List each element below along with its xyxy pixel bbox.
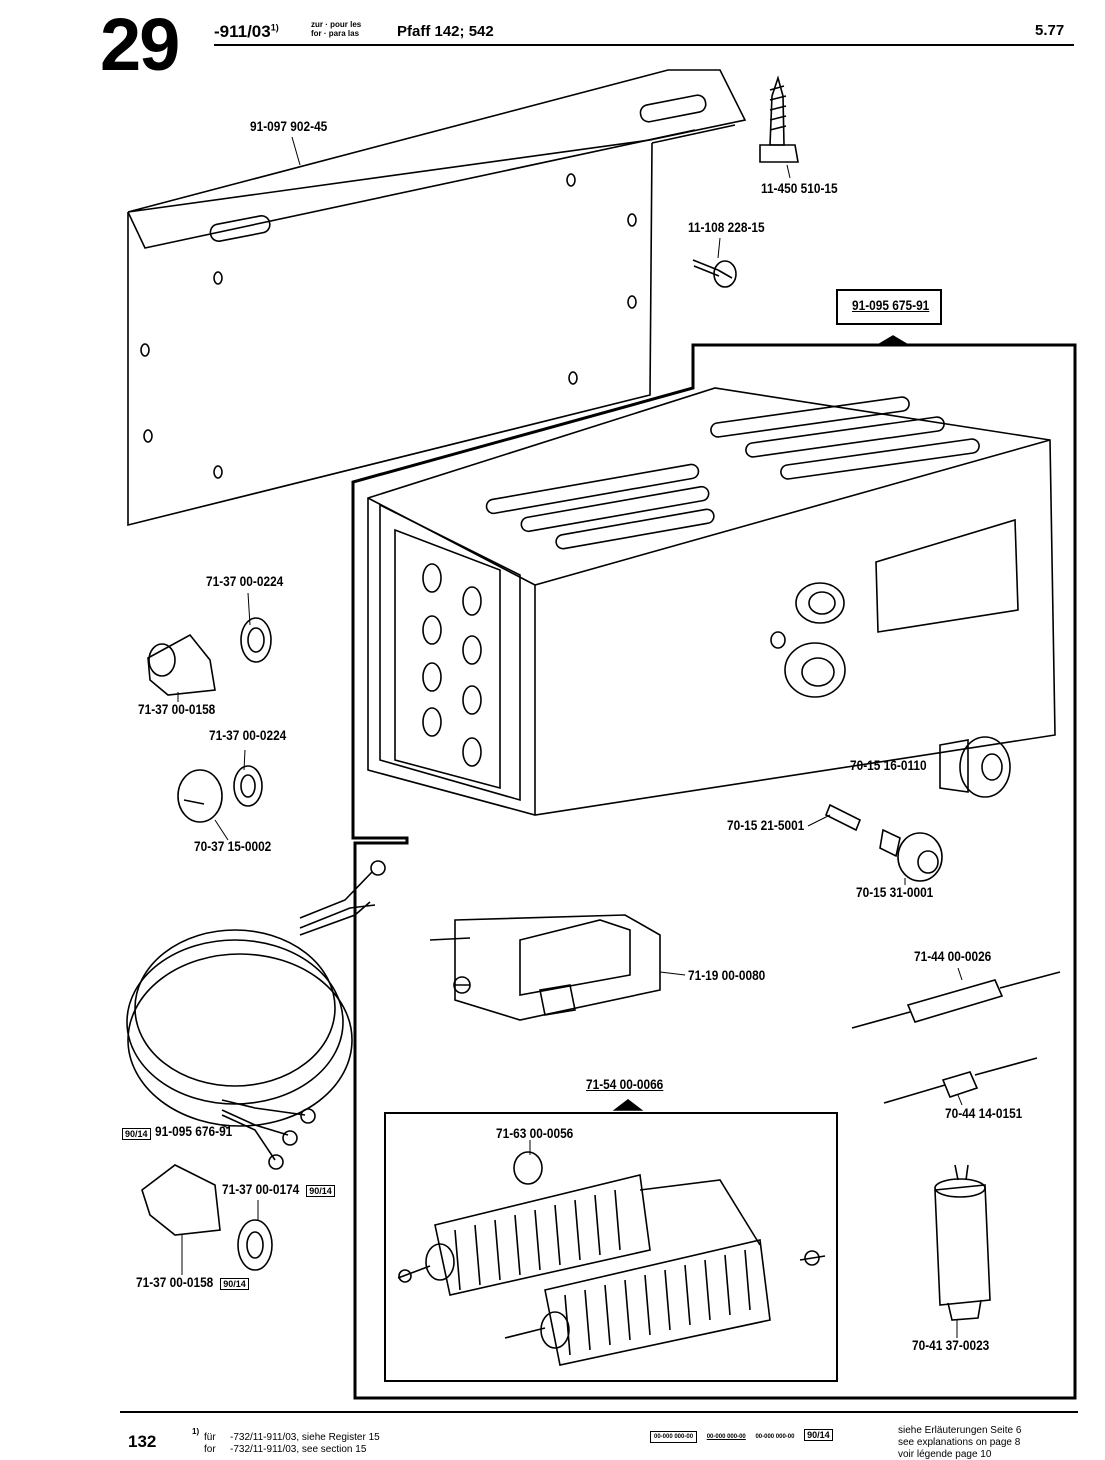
capacitor-drawing [934,1164,991,1321]
legend-plain: 00-000 000-00 [755,1434,795,1440]
label-resistor-bracket: 71-63 00-0056 [496,1126,574,1141]
label-fuse: 70-15 21-5001 [727,818,805,833]
footnote-text-2: -732/11-911/03, see section 15 [230,1444,367,1455]
relay-drawing [429,914,661,1021]
explanations: siehe Erläuterungen Seite 6 see explanat… [898,1425,1021,1460]
label-diode: 70-44 14-0151 [945,1106,1023,1121]
nut-lower-label-group: 71-37 00-0174 90/14 [222,1181,335,1199]
label-capacitor: 70-41 37-0023 [912,1338,990,1353]
footnote-text-1: -732/11-911/03, siehe Register 15 [230,1432,380,1443]
language-hint-top: zur · pour les [311,20,362,29]
label-wood-screw: 11-450 510-15 [761,181,838,196]
label-housing-assembly: 91-095 675-91 [852,298,930,313]
label-nut-mid: 71-37 00-0224 [209,728,287,743]
number-legend: 00-000 000-00 00-000 000-00 00-000 000-0… [650,1429,833,1443]
label-mounting-bracket: 91-097 902-45 [250,119,328,134]
label-cable: 91-095 676-91 [154,1124,233,1139]
housing-frame [351,343,1077,1400]
label-nut-upper: 71-37 00-0224 [206,574,284,589]
resistor-group-pointer [612,1098,644,1111]
label-fuse-holder: 70-15 16-0110 [850,758,927,773]
small-screw-drawing [692,259,737,288]
housing-part-box: 91-095 675-91 [836,289,942,325]
footnote-line-1: für -732/11-911/03, siehe Register 15 [204,1432,380,1444]
footnote-lang-2: for [204,1444,216,1455]
machine-model: Pfaff 142; 542 [397,23,494,40]
language-hint: zur · pour les for · para las [311,20,361,38]
explanation-en: see explanations on page 8 [898,1437,1021,1448]
model-code-text: -911/03 [214,22,271,41]
footnote-lang-1: für [204,1432,216,1443]
resistor-diode-drawing [851,971,1061,1104]
label-resistor: 71-44 00-0026 [914,949,992,964]
group-number: 29 [100,3,180,86]
label-gland-lower: 71-37 00-0158 [136,1275,214,1290]
legend-underlined: 00-000 000-00 [706,1434,746,1440]
label-small-screw: 11-108 228-15 [688,220,765,235]
footnote: für -732/11-911/03, siehe Register 15 for… [204,1432,380,1456]
leader-lines [177,136,963,1338]
legend-ref: 90/14 [804,1429,833,1441]
fittings-drawing [141,617,273,1271]
resistor-group-box [384,1112,838,1382]
footer-rule [120,1411,1078,1413]
wood-screw-drawing [759,75,799,163]
resistor-group-drawing [397,1151,826,1366]
label-relay: 71-19 00-0080 [688,968,766,983]
label-resistor-group: 71-54 00-0066 [586,1077,664,1092]
housing-box-drawing [367,387,1056,816]
model-code: -911/031) [214,22,279,42]
page-number: 132 [128,1432,157,1451]
mounting-bracket-drawing [127,69,747,527]
fuse-drawing [824,736,1011,882]
footnote-marker: 1) [192,1427,200,1436]
explanation-de: siehe Erläuterungen Seite 6 [898,1425,1022,1436]
label-fuse-cap: 70-15 31-0001 [856,885,934,900]
nut-lower-ref-box: 90/14 [306,1185,335,1197]
cable-label-group: 90/14 91-095 676-91 [122,1124,243,1142]
header-rule [214,44,1074,46]
footnote-line-2: for -732/11-911/03, see section 15 [204,1444,380,1456]
model-code-footnote: 1) [270,22,279,33]
gland-lower-ref-box: 90/14 [220,1278,249,1290]
label-nut-lower: 71-37 00-0174 [222,1182,300,1197]
label-plug: 70-37 15-0002 [194,839,272,854]
explanation-fr: voir légende page 10 [898,1449,992,1460]
cable-coil-drawing [126,860,386,1170]
cable-ref-box: 90/14 [122,1128,151,1140]
issue-date: 5.77 [1035,22,1065,39]
gland-lower-label-group: 71-37 00-0158 90/14 [136,1274,249,1292]
language-hint-bottom: for · para las [311,29,360,38]
label-gland-upper: 71-37 00-0158 [138,702,216,717]
legend-boxed: 00-000 000-00 [650,1431,698,1443]
